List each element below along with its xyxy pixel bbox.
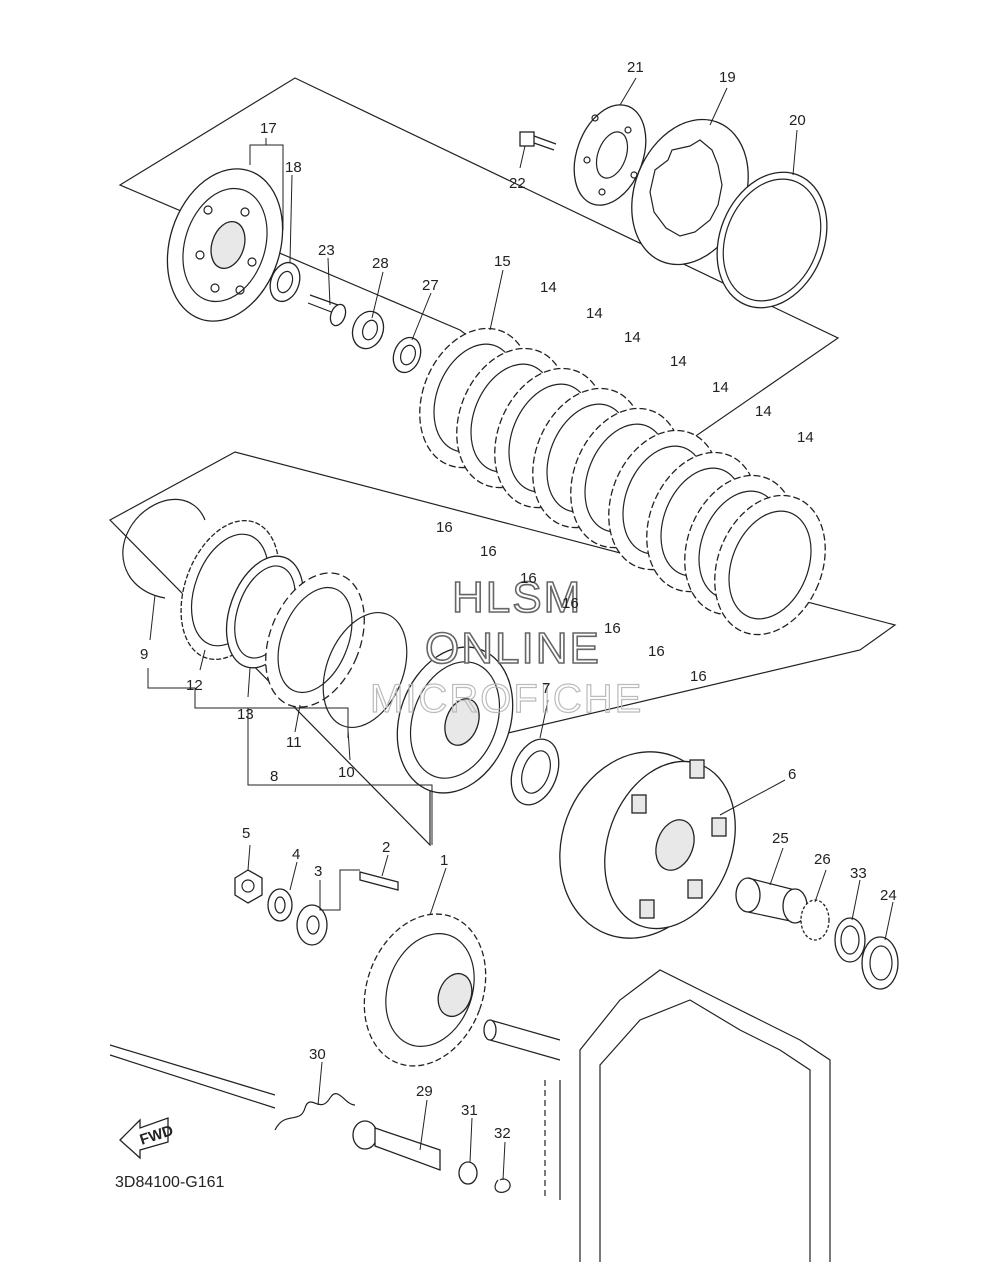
- bearing-18: [269, 261, 301, 303]
- callout-3: 3: [314, 863, 322, 880]
- nut-5: [234, 869, 263, 904]
- washer-31: [458, 1161, 478, 1185]
- callout-16-c: 16: [520, 570, 537, 587]
- callout-29: 29: [416, 1083, 433, 1100]
- callout-19: 19: [719, 69, 736, 86]
- clutch-plate-stack: [419, 327, 826, 636]
- callout-6: 6: [788, 766, 796, 783]
- primary-gear-1: [363, 913, 487, 1067]
- callout-7: 7: [542, 680, 550, 697]
- callout-26: 26: [814, 851, 831, 868]
- bolt-22: [519, 131, 557, 151]
- callout-16-g: 16: [690, 668, 707, 685]
- ring-20: [716, 171, 828, 309]
- watermark-line-2: ONLINE: [425, 624, 601, 673]
- callout-25: 25: [772, 830, 789, 847]
- plate-11: [265, 572, 365, 708]
- callout-15: 15: [494, 253, 511, 270]
- diagram-code: 3D84100-G161: [115, 1174, 225, 1191]
- callout-13: 13: [237, 706, 254, 723]
- callout-14-b: 14: [586, 305, 603, 322]
- callout-8: 8: [270, 768, 278, 785]
- callout-22: 22: [509, 175, 526, 192]
- clutch-boss-8: [396, 646, 514, 794]
- watermark-line-3: MICROFICHE: [370, 677, 643, 721]
- callout-18: 18: [285, 159, 302, 176]
- washer-7: [510, 738, 560, 806]
- watermark: HLSM ONLINE MICROFICHE: [369, 572, 643, 721]
- lower-group-frame: [109, 451, 897, 847]
- lock-washer-4: [267, 888, 293, 922]
- circlip-32: [494, 1178, 511, 1193]
- spring-30: [274, 1093, 356, 1131]
- callout-16-b: 16: [480, 543, 497, 560]
- callout-5: 5: [242, 825, 250, 842]
- callout-labels: 17 18 23 28 27 21 19 20 22 15 14 14 14 1…: [140, 59, 897, 1142]
- callout-4: 4: [292, 846, 300, 863]
- fwd-arrow: FWD: [119, 1117, 176, 1160]
- push-lever-shaft: [109, 1044, 276, 1109]
- callout-32: 32: [494, 1125, 511, 1142]
- push-lever-29: [352, 1120, 441, 1171]
- callout-14-f: 14: [755, 403, 772, 420]
- callout-2: 2: [382, 839, 390, 856]
- main-shaft: [483, 1019, 561, 1061]
- washer-24: [861, 936, 899, 990]
- key-2: [359, 871, 399, 891]
- callout-10: 10: [338, 764, 355, 781]
- callout-12: 12: [186, 677, 203, 694]
- callout-1: 1: [440, 852, 448, 869]
- callout-28: 28: [372, 255, 389, 272]
- callout-16-a: 16: [436, 519, 453, 536]
- leader-lines: [147, 77, 894, 1181]
- callout-21: 21: [627, 59, 644, 76]
- push-rod-23: [307, 294, 347, 327]
- spacer-25: [735, 877, 808, 924]
- watermark-line-1: HLSM: [452, 573, 582, 622]
- nut-28: [351, 310, 385, 350]
- callout-9: 9: [140, 646, 148, 663]
- wire-ring-10: [322, 611, 408, 729]
- callout-20: 20: [789, 112, 806, 129]
- callout-17: 17: [260, 120, 277, 137]
- callout-27: 27: [422, 277, 439, 294]
- washer-27: [392, 336, 422, 374]
- callout-16-e: 16: [604, 620, 621, 637]
- spring-plate-19: [631, 118, 749, 266]
- circlip-9: [122, 498, 206, 599]
- callout-30: 30: [309, 1046, 326, 1063]
- callout-31: 31: [461, 1102, 478, 1119]
- callout-14-a: 14: [540, 279, 557, 296]
- callout-14-c: 14: [624, 329, 641, 346]
- callout-16-f: 16: [648, 643, 665, 660]
- washer-3: [296, 904, 328, 946]
- crankcase-outline: [544, 969, 831, 1262]
- pressure-plate-17: [166, 168, 284, 322]
- callout-14-g: 14: [797, 429, 814, 446]
- callout-33: 33: [850, 865, 867, 882]
- callout-23: 23: [318, 242, 335, 259]
- ring-33: [834, 917, 866, 963]
- callout-14-e: 14: [712, 379, 729, 396]
- callout-11: 11: [286, 734, 302, 751]
- callout-24: 24: [880, 887, 897, 904]
- needle-bearing-26: [800, 899, 830, 941]
- callout-14-d: 14: [670, 353, 687, 370]
- callout-16-d: 16: [562, 595, 579, 612]
- clutch-housing-6: [559, 751, 736, 939]
